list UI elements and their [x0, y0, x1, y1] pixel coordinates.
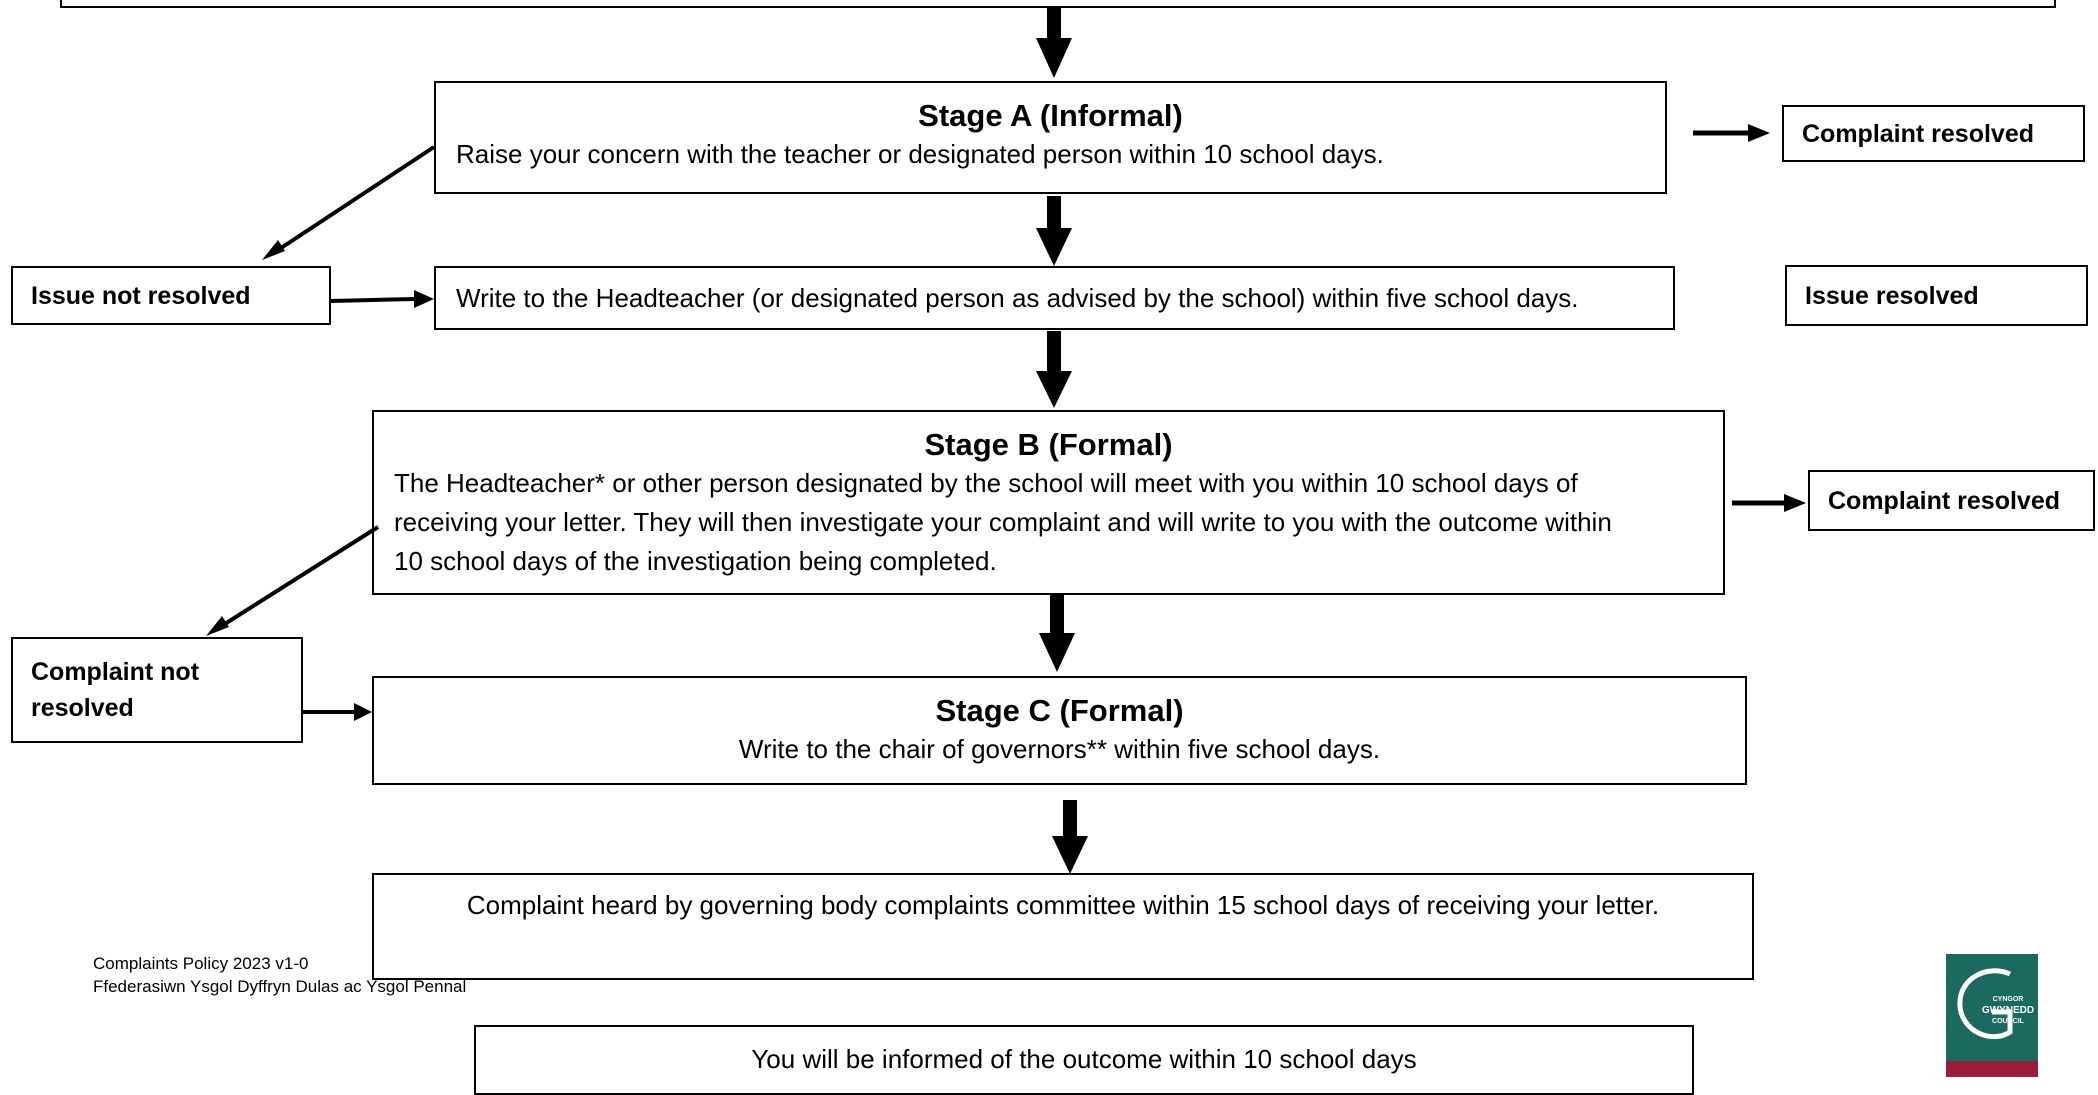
footer-federation: Ffederasiwn Ysgol Dyffryn Dulas ac Ysgol… [93, 977, 467, 996]
logo-line2: GWYNEDD [1981, 1005, 2035, 1016]
stage-a-title: Stage A (Informal) [918, 98, 1183, 133]
footer: Complaints Policy 2023 v1-0 Ffederasiwn … [93, 952, 466, 998]
diagonal-arrow-b-to-complaint [206, 525, 380, 636]
diagonal-arrow-a-to-issue [262, 145, 436, 260]
stage-b-title: Stage B (Formal) [924, 427, 1173, 462]
stage-b-line3: 10 school days of the investigation bein… [394, 546, 997, 576]
write-headteacher-box: Write to the Headteacher (or designated … [434, 266, 1675, 330]
logo-text: CYNGOR GWYNEDD COUNCIL [1980, 994, 2036, 1027]
logo-line1: CYNGOR [1992, 996, 2024, 1003]
outcome-text: You will be informed of the outcome with… [751, 1044, 1417, 1074]
stage-c-title: Stage C (Formal) [935, 693, 1184, 728]
committee-text: Complaint heard by governing body compla… [466, 890, 1660, 920]
down-arrow-write-to-b [1036, 331, 1072, 408]
logo-line3: COUNCIL [1992, 1018, 2024, 1025]
down-arrow-a-to-write [1036, 196, 1072, 266]
write-headteacher-text: Write to the Headteacher (or designated … [456, 283, 1579, 313]
down-arrow-b-to-c [1039, 595, 1075, 672]
complaint-not-resolved-box: Complaint not resolved [11, 637, 303, 743]
stage-b-line1: The Headteacher* or other person designa… [394, 468, 1578, 498]
complaint-not-resolved-label: Complaint not resolved [31, 658, 200, 722]
stage-c-box: Stage C (Formal) Write to the chair of g… [372, 676, 1747, 785]
issue-resolved-box: Issue resolved [1785, 265, 2088, 326]
down-arrow-c-to-committee [1052, 800, 1088, 874]
stage-b-box: Stage B (Formal) The Headteacher* or oth… [372, 410, 1725, 595]
down-arrow-top [1036, 6, 1072, 78]
complaint-resolved-a-box: Complaint resolved [1782, 105, 2085, 162]
stage-a-box: Stage A (Informal) Raise your concern wi… [434, 81, 1667, 194]
committee-box: Complaint heard by governing body compla… [372, 873, 1754, 980]
right-arrow-a-resolved [1693, 124, 1770, 142]
right-arrow-b-resolved [1732, 494, 1806, 512]
stage-a-text: Raise your concern with the teacher or d… [456, 139, 1384, 169]
logo-band [1946, 1061, 2038, 1077]
footer-policy: Complaints Policy 2023 v1-0 [93, 954, 309, 973]
right-arrow-issue-not-resolved [330, 290, 434, 308]
complaint-resolved-b-box: Complaint resolved [1808, 470, 2095, 531]
right-arrow-complaint-not-resolved [303, 703, 372, 721]
stage-c-text: Write to the chair of governors** within… [738, 734, 1381, 764]
gwynedd-council-logo: CYNGOR GWYNEDD COUNCIL [1946, 954, 2038, 1077]
stage-b-line2: receiving your letter. They will then in… [394, 507, 1612, 537]
issue-not-resolved-box: Issue not resolved [11, 266, 331, 325]
g-emblem-icon [1957, 968, 2013, 1040]
